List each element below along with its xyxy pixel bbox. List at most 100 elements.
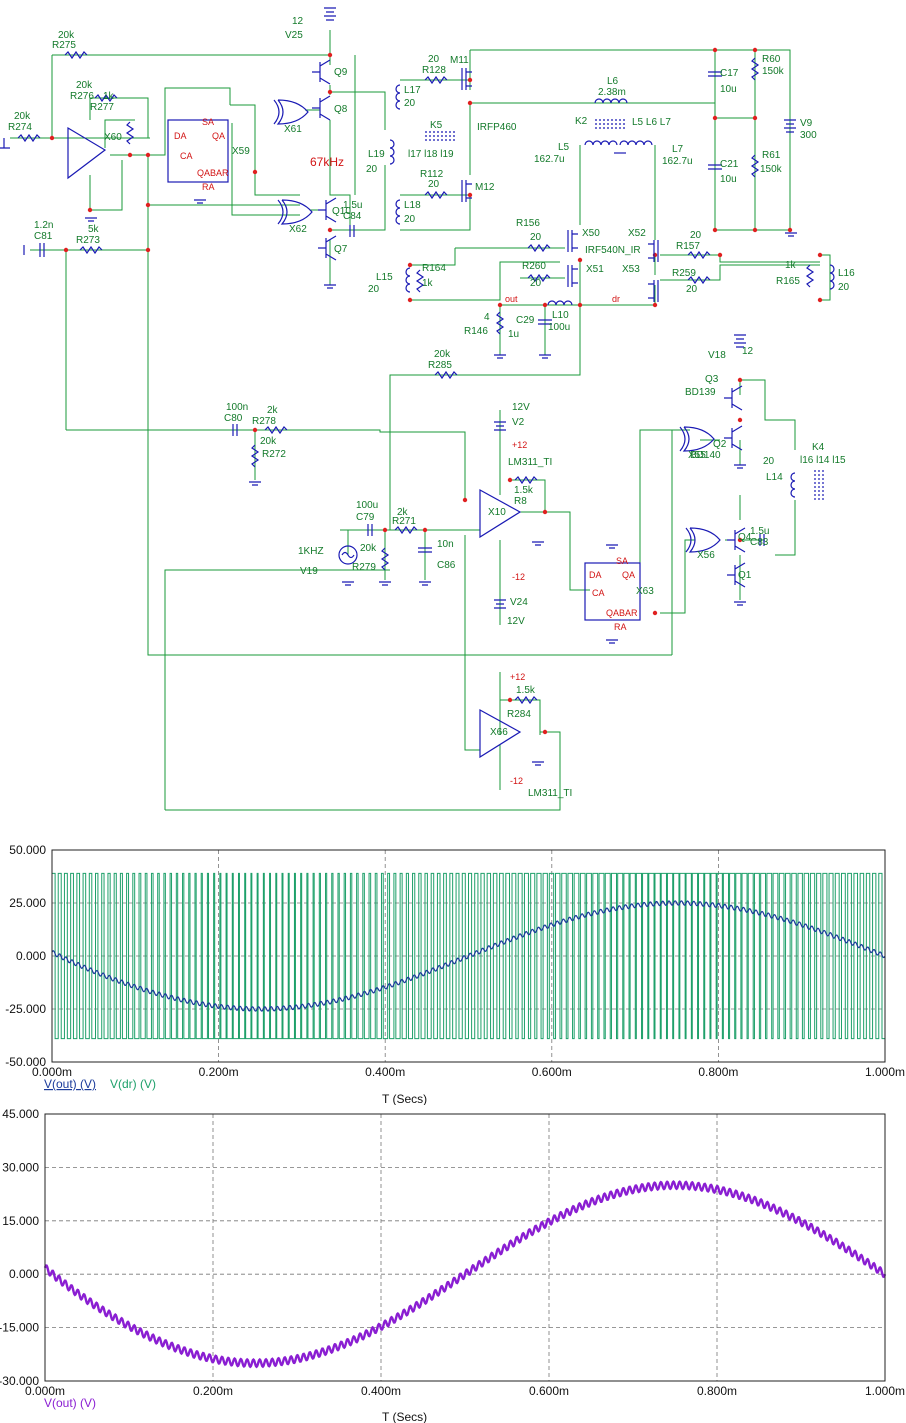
y-tick-label: 45.000 [2,1107,39,1121]
resistor-symbol [687,275,711,285]
x-tick-label: 1.000m [865,1384,905,1398]
x-axis-label: T (Secs) [382,1092,427,1105]
label-k5-list: l17 l18 l19 [408,149,454,160]
y-tick-label: -30.000 [0,1374,39,1388]
ff1-pin-da: DA [174,131,187,141]
label-x52: X52 [628,228,646,239]
label-c83-value: 1.5u [750,526,769,537]
xor-gate-symbol [273,99,309,125]
inductor-symbol [594,98,628,104]
x-tick-label: 0.200m [199,1065,239,1079]
label-lm311-b: LM311_TI [528,788,572,799]
ground-symbol [785,232,797,237]
ff1-pin-sa: SA [202,117,214,127]
bjt-symbol [318,197,337,223]
xor-gate-symbol [277,199,313,225]
legend-v-out[interactable]: V(out) (V) [44,1077,96,1091]
label-q3-name: Q3 [705,374,719,385]
y-tick-label: 25.000 [9,896,46,910]
ground-symbol [342,581,354,586]
label-l14-value: 20 [763,456,775,467]
label-v25-name: V25 [285,30,303,41]
label-r8-value: 1.5k [514,485,534,496]
opamp-symbol [479,488,522,539]
resistor-symbol [250,444,260,468]
label-k4: K4 [812,442,825,453]
resistor-symbol [805,264,815,288]
plot-grid [45,1114,885,1381]
label-r278-value: 2k [267,405,279,416]
label-v19-value: 1KHZ [298,546,324,557]
label-r112-name: R112 [420,169,444,180]
inductor-symbol [619,140,653,146]
y-tick-label: 30.000 [2,1160,39,1174]
xor-gate-symbol [685,527,721,553]
label-q9: Q9 [334,67,348,78]
resistor-symbol [514,695,538,705]
mosfet-symbol [461,68,472,90]
label-x10: X10 [488,507,506,518]
legend-v-out[interactable]: V(out) (V) [44,1396,96,1410]
label-q7: Q7 [334,244,348,255]
label-l19-name: L19 [368,149,385,160]
y-tick-label: -50.000 [5,1055,46,1069]
label-r156-value: 20 [530,232,542,243]
label-k4-list: l16 l14 l15 [800,455,846,466]
x-tick-label: 0.400m [365,1065,405,1079]
label-l15-name: L15 [376,272,393,283]
label-q10: Q10 [332,206,351,217]
label-l10-name: L10 [552,310,569,321]
capacitor-symbol [708,164,722,170]
ground-symbol [419,581,431,586]
label-m12: M12 [475,182,495,193]
label-r285-value: 20k [434,349,451,360]
label-k2: K2 [575,116,588,127]
x-tick-label: 0.400m [361,1384,401,1398]
label-k5: K5 [430,120,443,131]
resistor-symbol [750,154,760,178]
label-r60-value: 150k [762,66,785,77]
label-r8-name: R8 [514,496,527,507]
label-r275-value: 20k [58,30,75,41]
label-q3-value: BD139 [685,387,716,398]
label-v9-value: 300 [800,130,817,141]
resistor-symbol [687,250,711,260]
resistor-symbol [750,57,760,81]
x-tick-label: 0.200m [193,1384,233,1398]
legend-v-dr[interactable]: V(dr) (V) [110,1077,156,1091]
ground-symbol [249,481,261,486]
label-x55: X55 [688,450,706,461]
label-r274-value: 20k [14,111,31,122]
mosfet-symbol [567,230,578,252]
x-tick-label: 0.600m [532,1065,572,1079]
label-c17-name: C17 [720,68,739,79]
ground-symbol [194,199,206,204]
resistor-symbol [424,190,448,200]
label-l16-value: 20 [838,282,850,293]
resistor-symbol [264,425,288,435]
label-irf540: IRF540N_IR [585,245,641,256]
label-x66: X66 [490,727,508,738]
label-v19-name: V19 [300,566,318,577]
ground-symbol [606,544,618,549]
resistor-symbol [527,273,551,283]
capacitor-symbol [367,524,373,536]
x-tick-label: 0.000m [32,1065,72,1079]
label-r279-value: 20k [360,543,377,554]
bjt-symbol [727,527,746,553]
label-l10-value: 100u [548,322,570,333]
label-r260-value: 20 [530,278,542,289]
ground-symbol [379,581,391,586]
label-l14-name: L14 [766,472,783,483]
label-r146-value: 4 [484,312,490,323]
dc-source-symbol [734,334,746,348]
xor-gate-symbol [679,426,715,452]
label-c86-name: C86 [437,560,456,571]
label-x60: X60 [104,132,122,143]
bjt-symbol [312,59,331,85]
inductor-symbol [547,300,573,306]
label-l17-name: L17 [404,85,421,96]
